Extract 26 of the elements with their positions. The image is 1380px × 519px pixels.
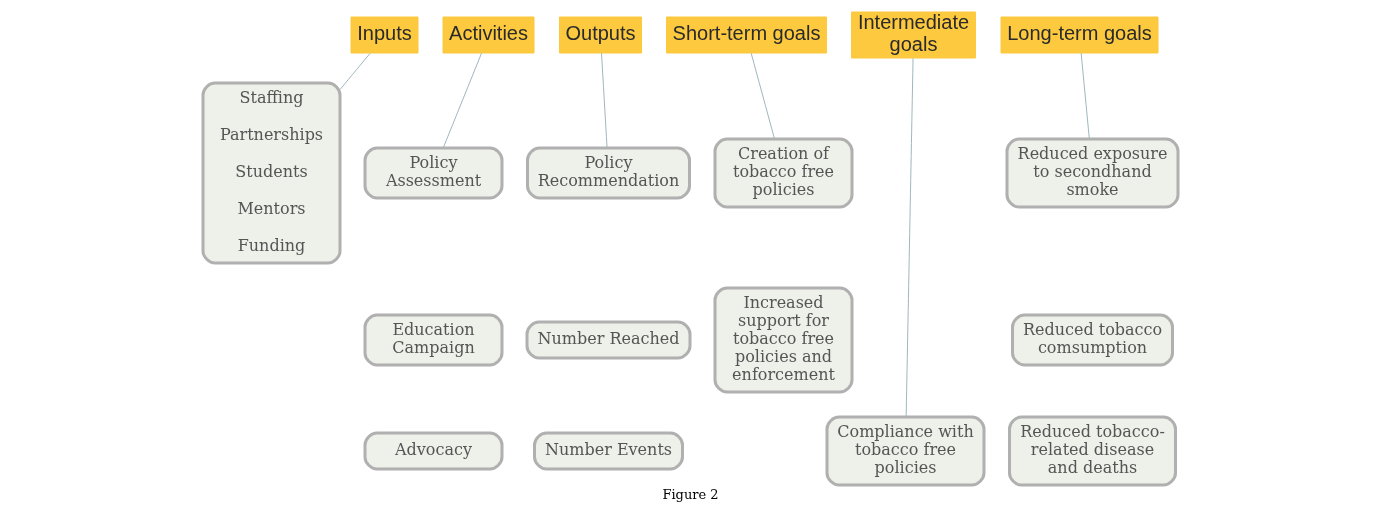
node-box: Outputs [558,16,642,54]
node-box: Advocacy [363,431,503,471]
connector [600,52,608,149]
node-box: Education Campaign [363,313,503,367]
node-box: Number Reached [525,320,691,360]
node-box: Short-term goals [665,16,827,54]
connector [442,52,482,149]
caption: Figure 2 [661,487,719,503]
node-box: Inputs [350,16,418,54]
connector [750,52,775,140]
node-box: Reduced tobacco comsumption [1010,313,1174,367]
node-box: Activities [442,16,534,54]
connector [905,57,914,418]
node-box: Intermediate goals [850,11,976,59]
node-box: Policy Assessment [363,146,503,200]
node-box: Creation of tobacco free policies [713,137,853,209]
node-box: Number Events [532,431,684,471]
node-box: Compliance with tobacco free policies [825,415,985,487]
node-box: Increased support for tobacco free policies and enforcement [713,286,853,394]
node-box: Reduced exposure to secondhand smoke [1005,137,1179,209]
connector [1080,52,1090,140]
node-box: Policy Recommendation [525,146,691,200]
node-box: Staffing Partnerships Students Mentors Funding [201,81,341,265]
connector [339,52,371,90]
node-box: Reduced tobacco-related disease and deaths [1007,415,1177,487]
node-box: Long-term goals [1000,16,1158,54]
